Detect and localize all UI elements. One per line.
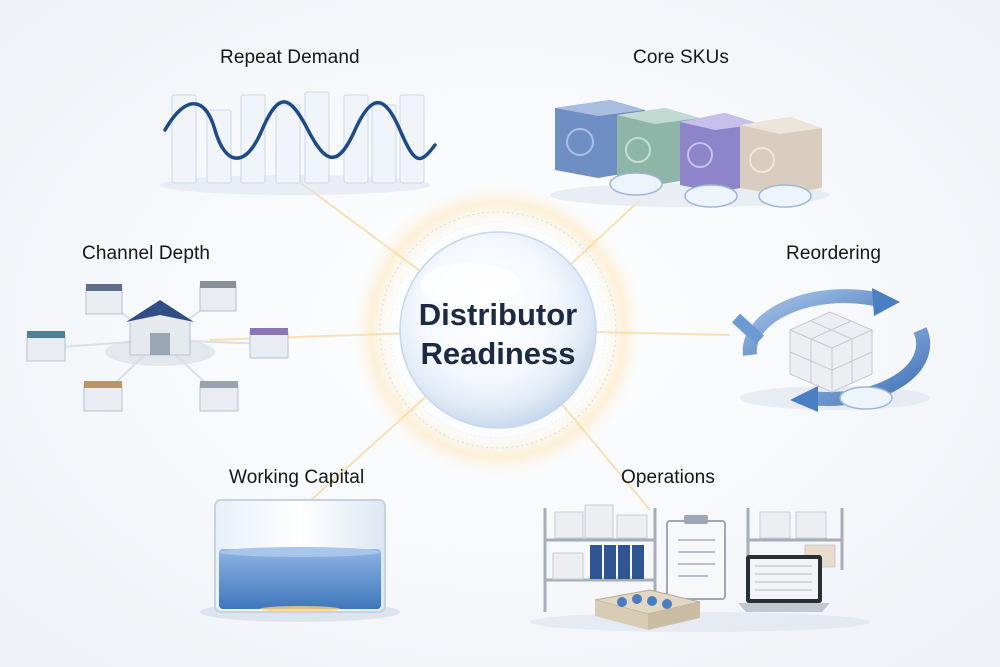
core-skus-illustration bbox=[550, 100, 830, 208]
store-icon-4 bbox=[249, 328, 289, 359]
contact-lenses bbox=[609, 172, 812, 208]
label-reordering: Reordering bbox=[786, 243, 881, 264]
channel-depth-illustration bbox=[26, 281, 289, 412]
operations-illustration bbox=[530, 504, 870, 632]
laptop-icon bbox=[738, 555, 830, 612]
label-core-skus: Core SKUs bbox=[633, 47, 729, 68]
clipboard-icon bbox=[666, 515, 726, 600]
label-channel-depth: Channel Depth bbox=[82, 243, 211, 264]
repeat-demand-illustration bbox=[160, 91, 437, 195]
lens-tray bbox=[594, 589, 701, 630]
sku-box-teal bbox=[617, 108, 700, 185]
cycle-arrow-bottom bbox=[809, 327, 931, 406]
reordering-illustration bbox=[731, 288, 931, 412]
store-icon-6 bbox=[199, 381, 239, 412]
label-operations: Operations bbox=[621, 467, 715, 488]
contact-lens bbox=[839, 386, 893, 410]
cube-stack bbox=[788, 311, 874, 393]
shelf-left bbox=[543, 508, 657, 612]
label-working-capital: Working Capital bbox=[229, 467, 365, 488]
binders bbox=[590, 545, 644, 579]
central-orb bbox=[348, 180, 648, 480]
water-level bbox=[219, 549, 381, 609]
warehouse-icon bbox=[126, 300, 194, 356]
label-repeat-demand: Repeat Demand bbox=[220, 47, 360, 68]
store-icon-3 bbox=[26, 331, 66, 362]
sku-box-beige bbox=[740, 117, 822, 195]
store-icon-1 bbox=[85, 284, 123, 315]
working-capital-illustration bbox=[200, 499, 400, 622]
store-icon-5 bbox=[83, 381, 123, 412]
store-icon-2 bbox=[199, 281, 237, 312]
